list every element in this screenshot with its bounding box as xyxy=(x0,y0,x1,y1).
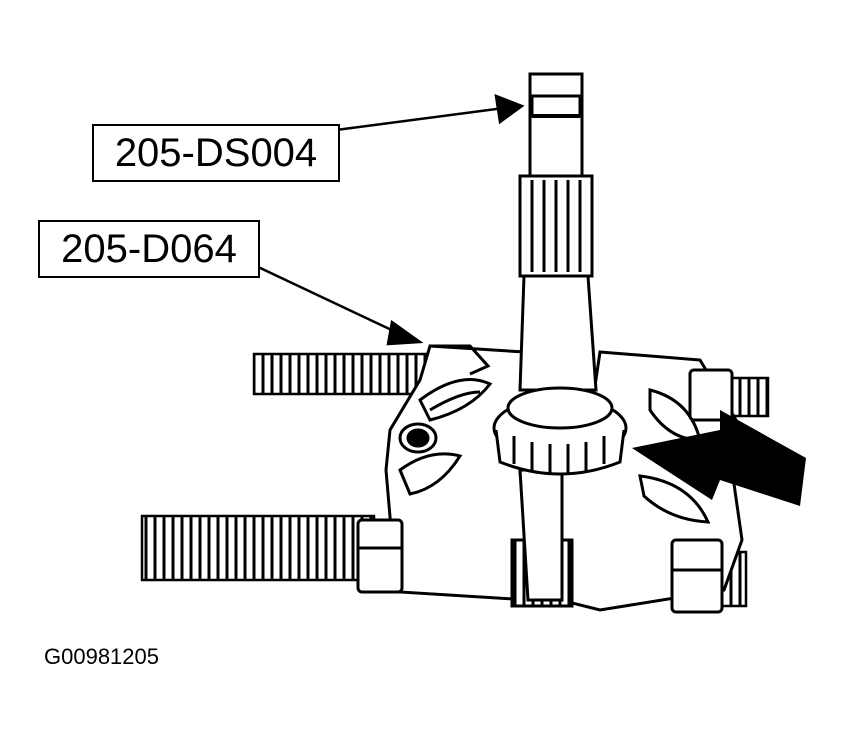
bearing-indicator-arrow xyxy=(632,410,806,506)
callout-label-splitter: 205-D064 xyxy=(38,220,260,278)
leader-lines xyxy=(255,94,525,346)
upper-right-threaded-rod xyxy=(728,376,770,418)
splitter-left-half xyxy=(384,344,542,602)
center-plate xyxy=(518,468,564,602)
shaft xyxy=(518,72,598,392)
lower-left-threaded-rod xyxy=(140,514,376,582)
figure-id: G00981205 xyxy=(44,644,159,669)
callout-label-shaft: 205-DS004 xyxy=(92,124,340,182)
tapered-bearing xyxy=(492,386,628,476)
upper-left-threaded-rod xyxy=(252,352,436,396)
